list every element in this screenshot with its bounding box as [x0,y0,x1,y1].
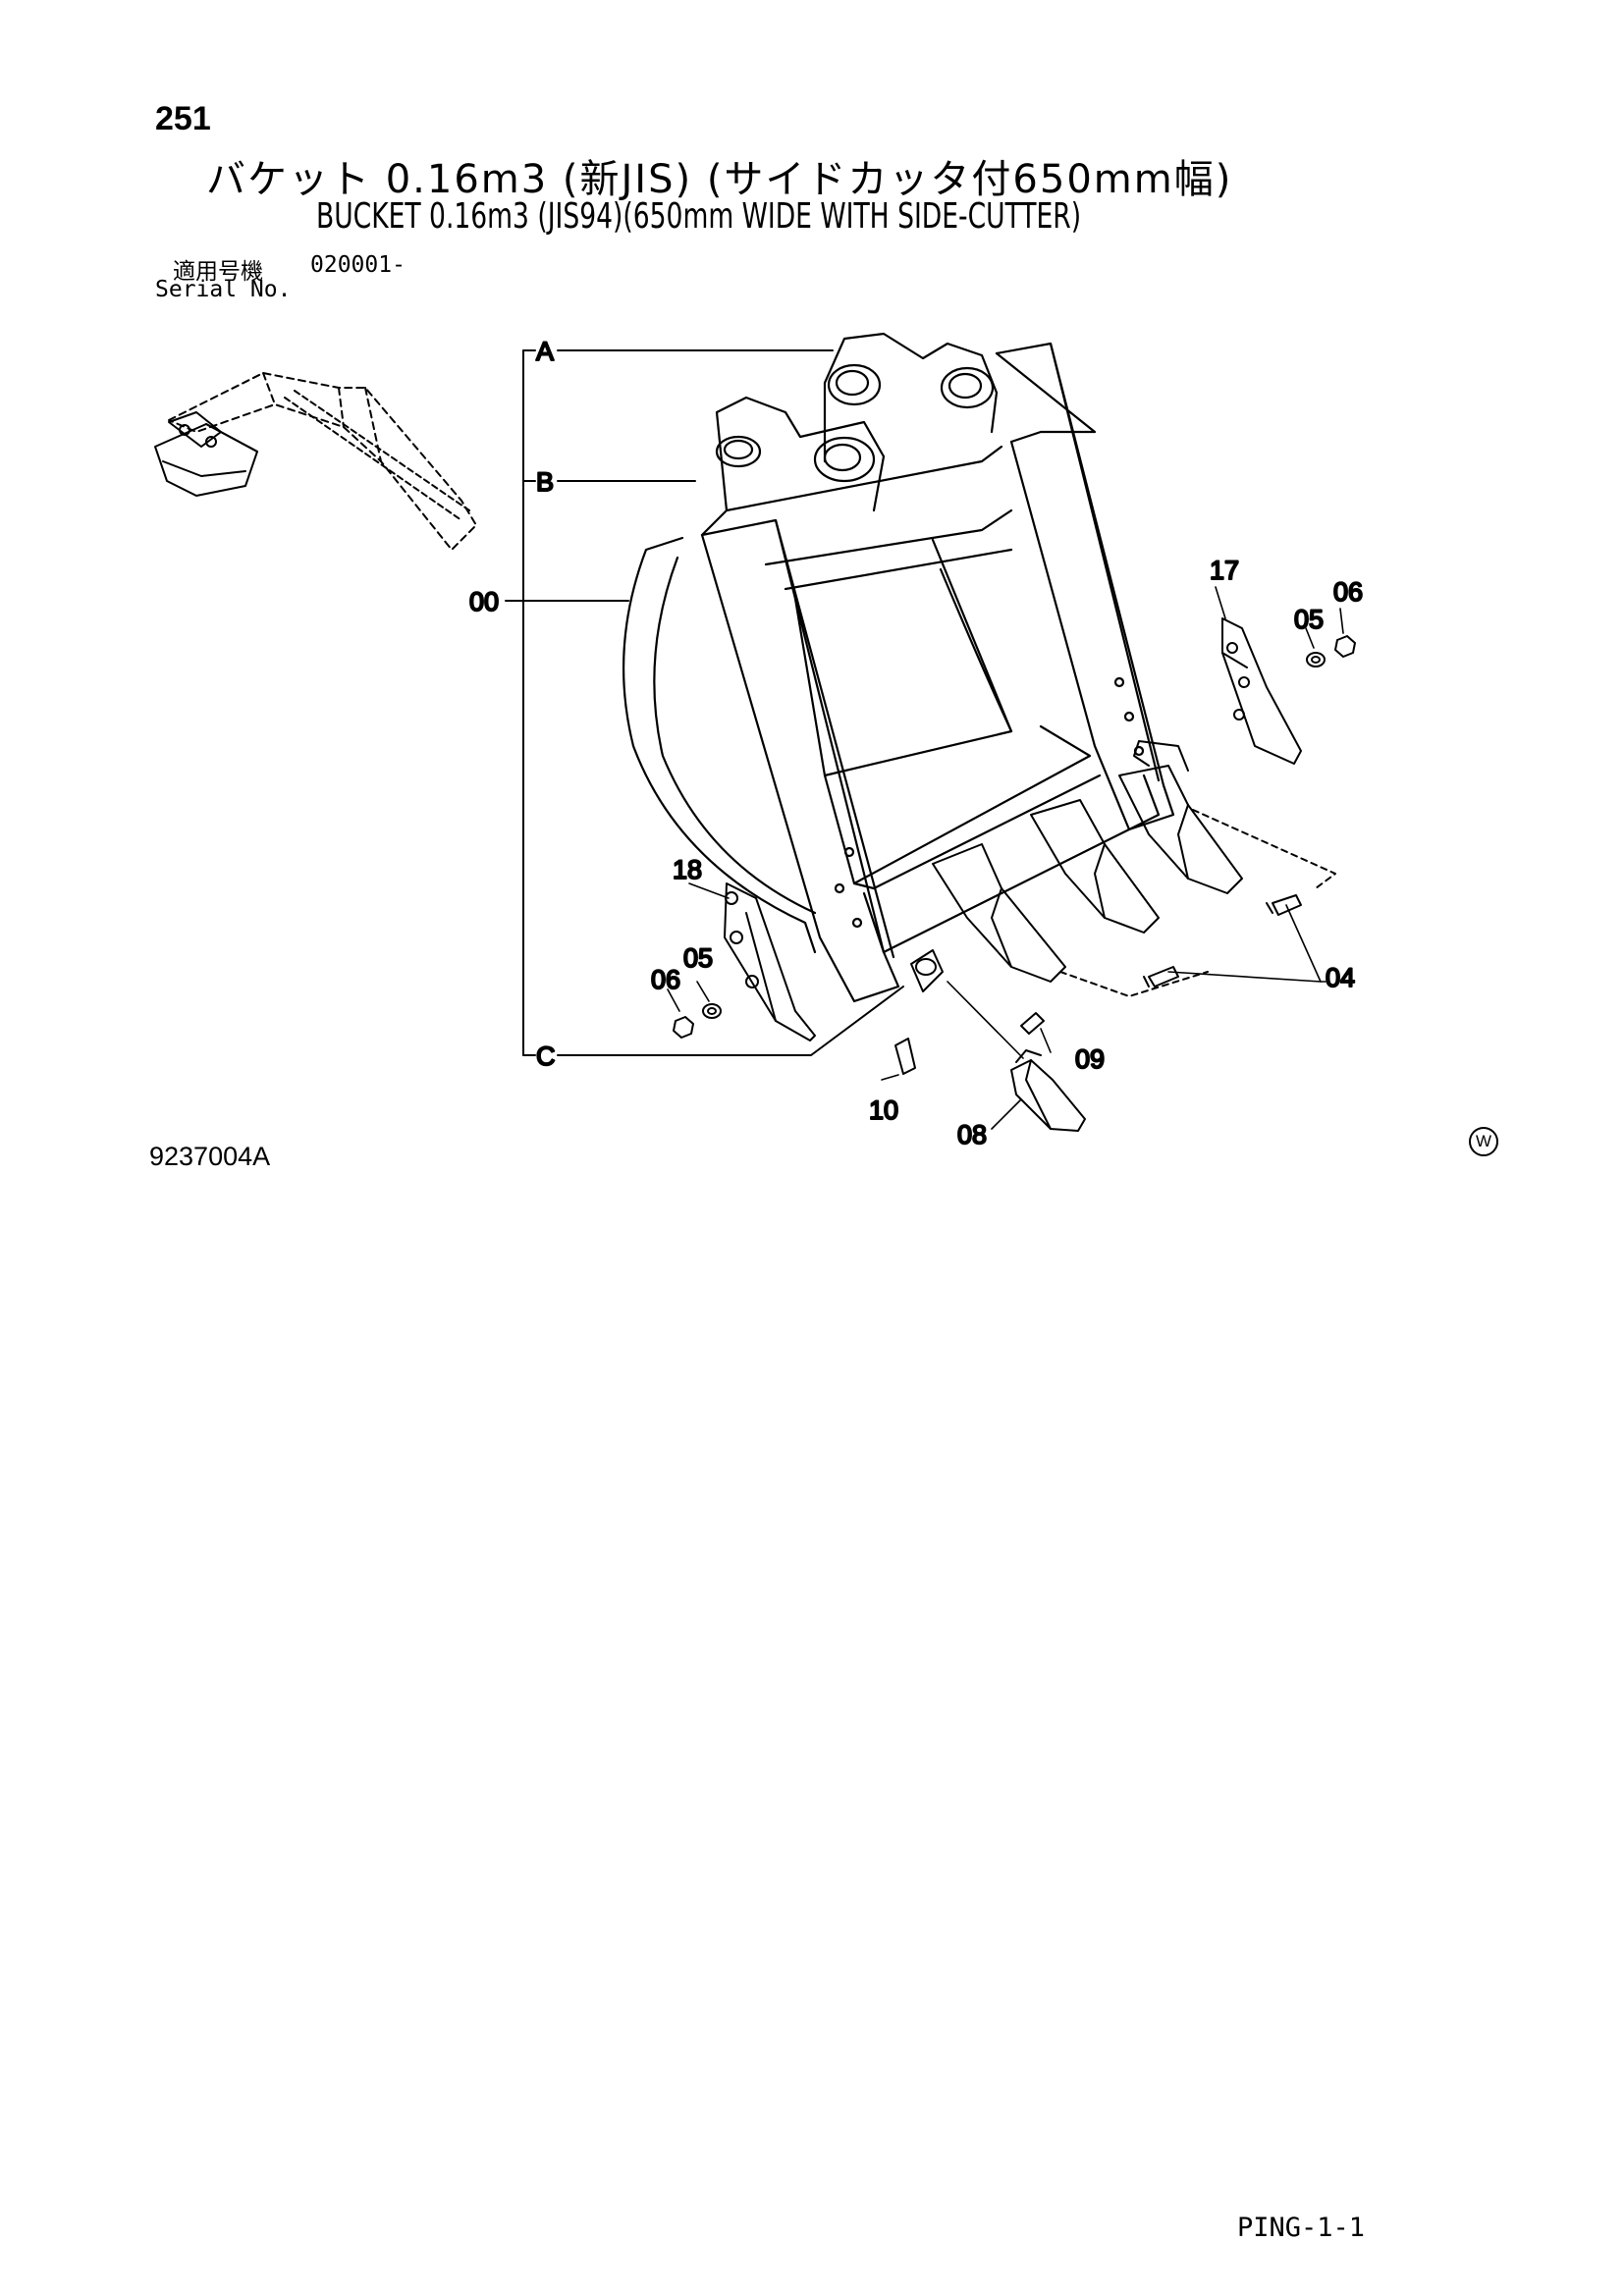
page-number: 251 [155,100,211,137]
callout-a: A [536,337,554,366]
callout-17: 17 [1210,556,1239,585]
tooth-exploded [1010,1049,1086,1132]
side-cutter-left [724,882,816,1041]
callout-05-right: 05 [1294,605,1324,634]
mounting-ears [715,332,999,512]
w-mark-icon: W [1469,1127,1498,1156]
bucket-teeth [932,740,1336,997]
adapter-exploded [910,949,944,992]
serial-label-english: Serial No. [155,277,292,302]
bucket-body [622,342,1175,1003]
callout-04: 04 [1326,963,1355,992]
bucket-exploded-diagram: A B 00 C 17 05 06 04 18 05 06 09 10 08 [154,332,1364,1150]
assembly-bracket [505,349,904,1056]
callout-06-right: 06 [1333,577,1363,607]
callout-06-left: 06 [651,965,680,994]
title-japanese: バケット 0.16m3 (新JIS) (サイドカッタ付650mm幅) [206,157,1233,202]
leader-lines [667,586,1344,1130]
callout-09: 09 [1075,1044,1105,1074]
page-reference: PING-1-1 [1237,2213,1366,2243]
serial-label-japanese: 適用号機 [173,259,263,285]
callout-05-left: 05 [683,943,713,973]
callout-00: 00 [469,587,499,616]
callout-b: B [536,467,554,497]
serial-value: 020001- [310,252,406,278]
callout-c: C [536,1041,556,1071]
callout-08: 08 [957,1120,987,1149]
fasteners [673,635,1356,1075]
excavator-arm-thumbnail [154,372,477,551]
callout-18: 18 [673,855,702,884]
callout-10: 10 [869,1095,898,1125]
side-cutter-right [1221,617,1302,765]
figure-id: 9237004A [149,1142,271,1171]
title-english: BUCKET 0.16m3 (JIS94)(650mm WIDE WITH SI… [316,196,1082,237]
